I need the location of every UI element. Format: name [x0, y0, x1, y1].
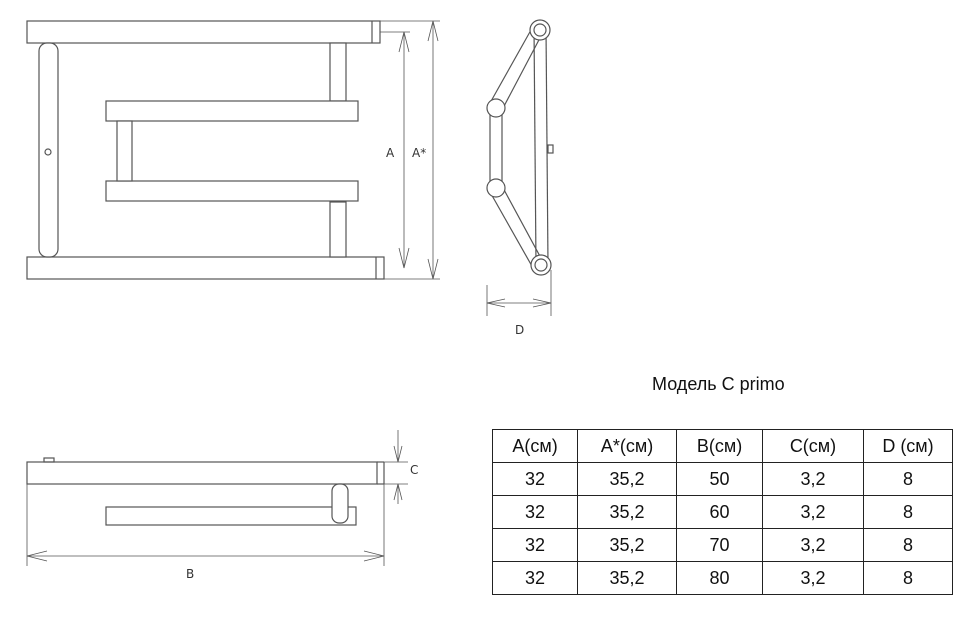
header-d: D (см)	[863, 429, 953, 463]
front-right-lower-tube	[329, 201, 347, 258]
table-row: 32 35,2 70 3,2 8	[492, 528, 953, 562]
table-cell: 8	[863, 495, 953, 529]
label-a: A	[386, 146, 395, 160]
label-b: B	[186, 567, 194, 581]
top-main-rail	[26, 461, 378, 485]
table-cell: 35,2	[577, 462, 677, 496]
front-right-upper-tube	[329, 42, 347, 102]
top-lower-rail	[105, 506, 357, 526]
front-middle-vertical-tube	[116, 120, 133, 182]
table-row: 32 35,2 80 3,2 8	[492, 561, 953, 595]
header-b: B(см)	[676, 429, 763, 463]
label-c: C	[410, 463, 418, 477]
top-view	[26, 430, 408, 566]
front-middle-upper-rail	[105, 100, 359, 122]
table-cell: 70	[676, 528, 763, 562]
side-view	[486, 19, 554, 316]
side-top-joint	[529, 19, 551, 41]
table-cell: 8	[863, 462, 953, 496]
front-mount-point	[44, 148, 52, 156]
table-cell: 80	[676, 561, 763, 595]
top-connector-tube	[331, 483, 349, 524]
table-cell: 35,2	[577, 561, 677, 595]
front-left-vertical-tube	[38, 42, 59, 258]
dimensions-table: A(см) A*(см) B(см) C(см) D (см) 32 35,2 …	[492, 429, 953, 595]
table-cell: 32	[492, 462, 578, 496]
label-d: D	[515, 323, 524, 337]
table-cell: 60	[676, 495, 763, 529]
top-mount-tab	[43, 457, 55, 463]
table-cell: 32	[492, 528, 578, 562]
model-title: Модель C primo	[652, 374, 785, 394]
table-cell: 8	[863, 528, 953, 562]
front-view	[26, 20, 440, 280]
table-row: 32 35,2 50 3,2 8	[492, 462, 953, 496]
table-cell: 3,2	[762, 462, 864, 496]
table-cell: 50	[676, 462, 763, 496]
header-a: A(см)	[492, 429, 578, 463]
side-bottom-joint	[530, 254, 552, 276]
front-bottom-rail	[26, 256, 385, 280]
table-cell: 35,2	[577, 495, 677, 529]
table-row: 32 35,2 60 3,2 8	[492, 495, 953, 529]
side-upper-middle-joint	[486, 98, 506, 118]
table-cell: 3,2	[762, 495, 864, 529]
table-cell: 3,2	[762, 528, 864, 562]
front-top-rail	[26, 20, 381, 44]
header-c: C(см)	[762, 429, 864, 463]
table-cell: 32	[492, 561, 578, 595]
side-lower-middle-joint	[486, 178, 506, 198]
table-header-row: A(см) A*(см) B(см) C(см) D (см)	[492, 429, 953, 463]
front-middle-lower-rail	[105, 180, 359, 202]
header-a-star: A*(см)	[577, 429, 677, 463]
table-cell: 35,2	[577, 528, 677, 562]
label-a-star: A*	[412, 146, 426, 160]
table-cell: 8	[863, 561, 953, 595]
table-cell: 32	[492, 495, 578, 529]
table-cell: 3,2	[762, 561, 864, 595]
